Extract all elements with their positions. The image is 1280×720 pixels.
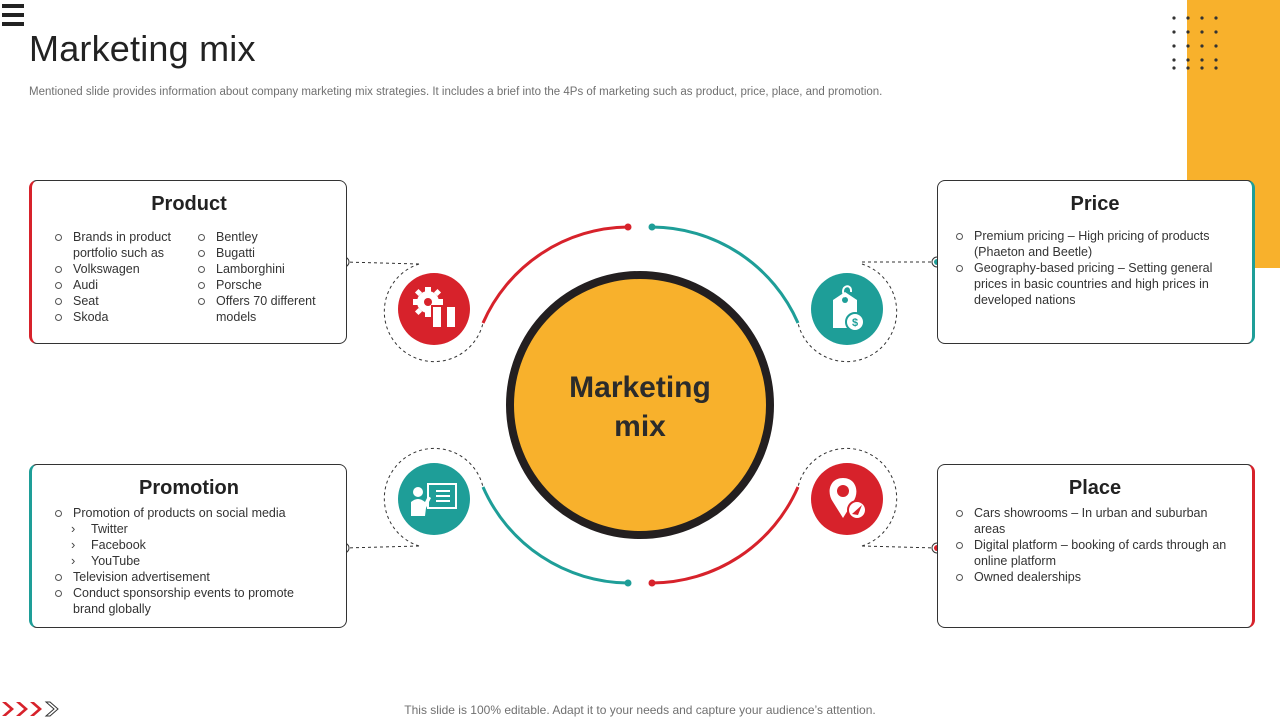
product-card: Product Brands in product portfolio such… bbox=[29, 180, 347, 344]
footer-note: This slide is 100% editable. Adapt it to… bbox=[404, 703, 876, 717]
list-item: Owned dealerships bbox=[955, 569, 1230, 585]
center-label: Marketing mix bbox=[510, 368, 770, 446]
dot-grid-decoration bbox=[1172, 16, 1218, 70]
list-item: Porsche bbox=[197, 277, 323, 293]
center-circle bbox=[506, 271, 774, 539]
list-item: Promotion of products on social media bbox=[54, 505, 324, 521]
list-subitem: Facebook bbox=[54, 537, 324, 553]
price-card: Price Premium pricing – High pricing of … bbox=[937, 180, 1255, 344]
svg-text:$: $ bbox=[852, 317, 858, 329]
arc-price bbox=[651, 225, 800, 324]
price-list: Premium pricing – High pricing of produc… bbox=[955, 228, 1227, 308]
menu-icon[interactable] bbox=[2, 4, 24, 31]
list-item: Bentley bbox=[197, 229, 323, 245]
promotion-card: Promotion Promotion of products on socia… bbox=[29, 464, 347, 628]
price-tag-icon: $ bbox=[811, 273, 883, 345]
price-title: Price bbox=[1070, 193, 1120, 215]
list-item: Television advertisement bbox=[54, 569, 324, 585]
list-item: Lamborghini bbox=[197, 261, 323, 277]
arc-place bbox=[651, 486, 800, 585]
list-item: Seat bbox=[54, 293, 192, 309]
center-label-line1: Marketing bbox=[569, 371, 711, 404]
arc-promotion bbox=[481, 486, 629, 585]
presentation-icon bbox=[398, 463, 470, 535]
page-title: Marketing mix bbox=[29, 28, 256, 69]
list-item: Skoda bbox=[54, 309, 192, 325]
list-item: Cars showrooms – In urban and suburban a… bbox=[955, 505, 1230, 537]
list-item: Brands in product portfolio such as bbox=[54, 229, 192, 261]
page-subtitle: Mentioned slide provides information abo… bbox=[29, 86, 883, 98]
list-item: Audi bbox=[54, 277, 192, 293]
list-item: Digital platform – booking of cards thro… bbox=[955, 537, 1230, 569]
list-item: Volkswagen bbox=[54, 261, 192, 277]
location-pin-icon bbox=[811, 463, 883, 535]
list-item: Bugatti bbox=[197, 245, 323, 261]
list-item: Premium pricing – High pricing of produc… bbox=[955, 228, 1227, 260]
product-title: Product bbox=[151, 193, 227, 215]
product-list-col1: Brands in product portfolio such as Volk… bbox=[54, 229, 192, 325]
gear-box-icon bbox=[398, 273, 470, 345]
arc-product bbox=[481, 225, 629, 324]
place-card: Place Cars showrooms – In urban and subu… bbox=[937, 464, 1255, 628]
list-item: Geography-based pricing – Setting genera… bbox=[955, 260, 1227, 308]
list-item: Offers 70 different models bbox=[197, 293, 323, 325]
place-list: Cars showrooms – In urban and suburban a… bbox=[955, 505, 1230, 585]
promotion-title: Promotion bbox=[139, 477, 239, 499]
list-subitem: YouTube bbox=[54, 553, 324, 569]
list-subitem: Twitter bbox=[54, 521, 324, 537]
promotion-list: Promotion of products on social media Tw… bbox=[54, 505, 324, 617]
center-label-line2: mix bbox=[614, 410, 666, 443]
chevron-arrows-icon bbox=[2, 701, 59, 717]
place-title: Place bbox=[1068, 477, 1122, 499]
list-item: Conduct sponsorship events to promote br… bbox=[54, 585, 324, 617]
product-list-col2: Bentley Bugatti Lamborghini Porsche Offe… bbox=[197, 229, 323, 325]
